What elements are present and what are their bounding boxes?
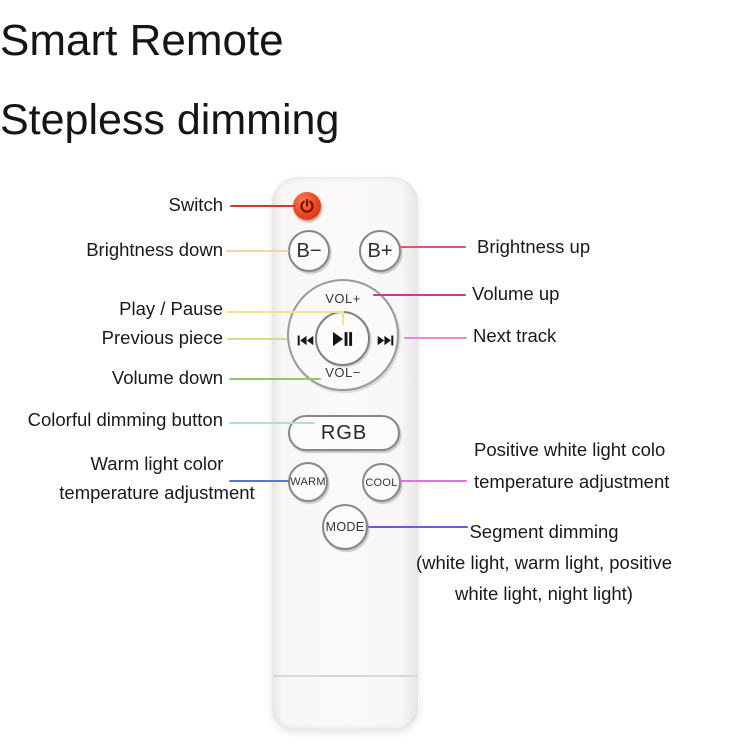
play-pause-label: Play / Pause — [119, 298, 223, 320]
power-icon — [299, 198, 315, 214]
volume-up-label: Volume up — [472, 283, 560, 305]
warm-light-label: Warm light color temperature adjustment — [27, 449, 287, 507]
remote-body — [272, 177, 418, 730]
power-button[interactable] — [293, 192, 321, 220]
previous-track-icon — [297, 334, 314, 347]
volume-down-leader-line — [229, 378, 321, 380]
segment-dimming-label-line1: Segment dimming — [469, 521, 619, 542]
colorful-dimming-label: Colorful dimming button — [27, 409, 223, 431]
previous-leader-line — [227, 338, 287, 340]
next-track-label: Next track — [473, 325, 557, 347]
warm-button-label: WARM — [290, 476, 326, 488]
previous-track-button[interactable] — [296, 333, 314, 347]
mode-leader-line — [368, 526, 468, 528]
next-track-icon — [377, 334, 394, 347]
next-track-leader-line — [404, 337, 467, 339]
brightness-down-label: Brightness down — [86, 239, 223, 261]
rgb-button-label: RGB — [320, 421, 368, 444]
rgb-button[interactable]: RGB — [288, 415, 400, 451]
cool-button-label: COOL — [365, 476, 398, 489]
segment-dimming-label-line3: white light, night light) — [455, 583, 633, 604]
page-subtitle: Stepless dimming — [0, 96, 340, 144]
switch-label: Switch — [168, 194, 224, 216]
play-pause-leader-line-bend — [342, 311, 344, 325]
warm-light-label-line2: temperature adjustment — [59, 482, 255, 503]
volume-down-button[interactable]: VOL− — [325, 365, 361, 380]
positive-white-label: Positive white light colo temperature ad… — [474, 434, 734, 498]
brightness-up-label: Brightness up — [477, 236, 591, 258]
brightness-down-button-label: B− — [296, 239, 322, 262]
cool-button[interactable]: COOL — [362, 463, 401, 502]
warm-light-leader-line — [229, 480, 289, 482]
play-pause-leader-line — [227, 311, 344, 313]
next-track-button[interactable] — [376, 333, 394, 347]
mode-button[interactable]: MODE — [322, 504, 368, 550]
brightness-up-button-label: B+ — [367, 239, 393, 262]
positive-white-label-line2: temperature adjustment — [474, 471, 670, 492]
volume-up-leader-line — [373, 294, 466, 296]
brightness-down-leader-line — [226, 250, 289, 252]
page-title: Smart Remote — [0, 16, 284, 65]
brightness-up-button[interactable]: B+ — [359, 230, 401, 272]
segment-dimming-label: Segment dimming (white light, warm light… — [413, 516, 675, 609]
volume-down-label: Volume down — [111, 367, 223, 389]
colorful-dimming-leader-line — [229, 422, 315, 424]
switch-leader-line — [230, 205, 296, 207]
volume-up-button[interactable]: VOL+ — [325, 291, 361, 306]
play-pause-icon — [332, 331, 353, 347]
mode-button-label: MODE — [325, 520, 365, 534]
warm-button[interactable]: WARM — [288, 462, 328, 502]
cool-leader-line — [400, 480, 467, 482]
warm-light-label-line1: Warm light color — [90, 453, 224, 474]
positive-white-label-line1: Positive white light colo — [474, 439, 666, 460]
brightness-up-leader-line — [400, 246, 466, 248]
brightness-down-button[interactable]: B− — [288, 230, 330, 272]
previous-piece-label: Previous piece — [101, 327, 223, 349]
segment-dimming-label-line2: (white light, warm light, positive — [415, 552, 672, 573]
battery-cover-seam — [273, 675, 417, 677]
